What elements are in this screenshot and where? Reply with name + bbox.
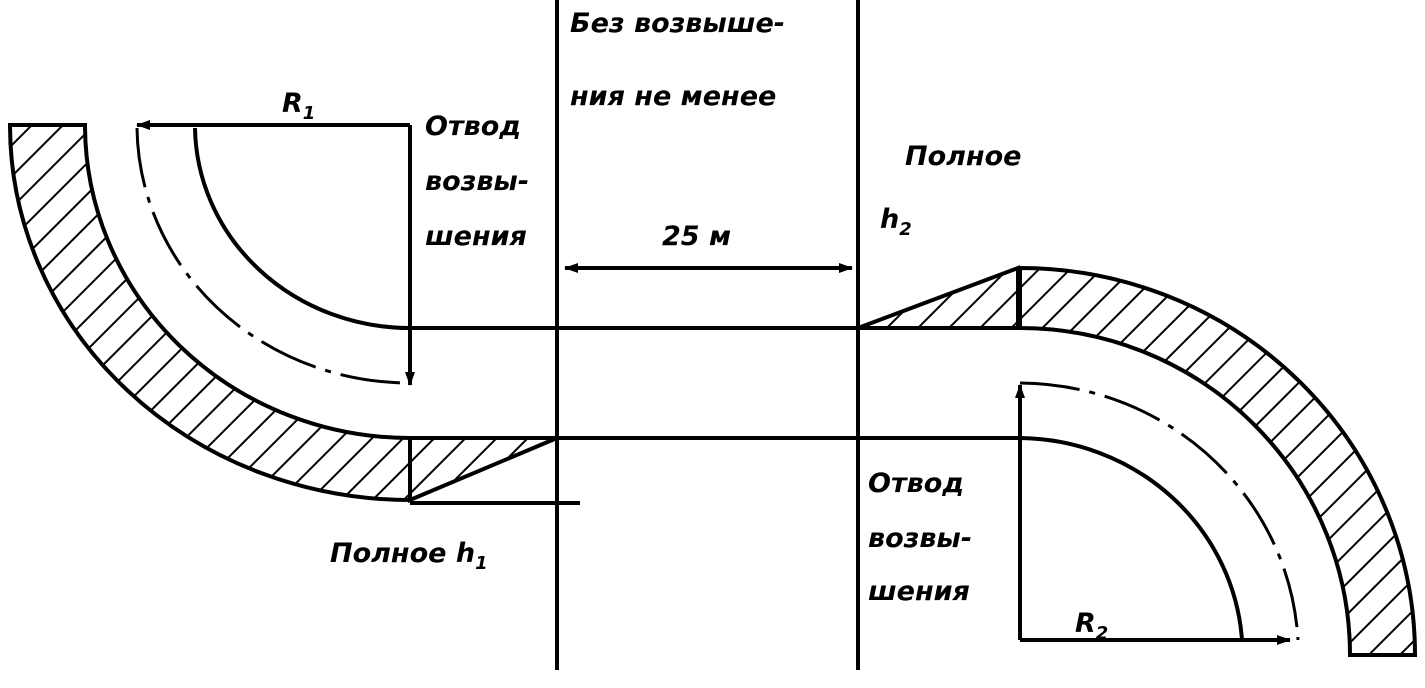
full-h2-label: Полное [905,141,1021,172]
left-centerline [135,127,411,385]
distance-label: 25 м [662,221,731,252]
left-transition-line1: Отвод [425,111,521,142]
left-superelevation-wedge [408,436,558,504]
right-transition-line2: возвы- [868,523,972,554]
left-transition-line3: шения [425,221,527,252]
no-superelevation-line2: ния не менее [570,81,776,112]
r1-label: R1 [282,88,315,124]
right-curve-hatched-band [1018,265,1418,657]
h2-label: h2 [880,204,912,240]
full-h1-label: Полное h1 [330,538,488,574]
left-transition-line2: возвы- [425,166,529,197]
no-superelevation-line1: Без возвыше- [570,8,785,39]
right-transition-line3: шения [868,576,970,607]
right-transition-line1: Отвод [868,468,964,499]
left-curve-hatched-band [7,123,412,503]
right-inner-arc [1019,436,1244,641]
r2-label: R2 [1075,608,1108,644]
left-inner-arc [193,127,411,330]
right-superelevation-wedge [857,265,1020,330]
right-centerline [1019,381,1300,641]
